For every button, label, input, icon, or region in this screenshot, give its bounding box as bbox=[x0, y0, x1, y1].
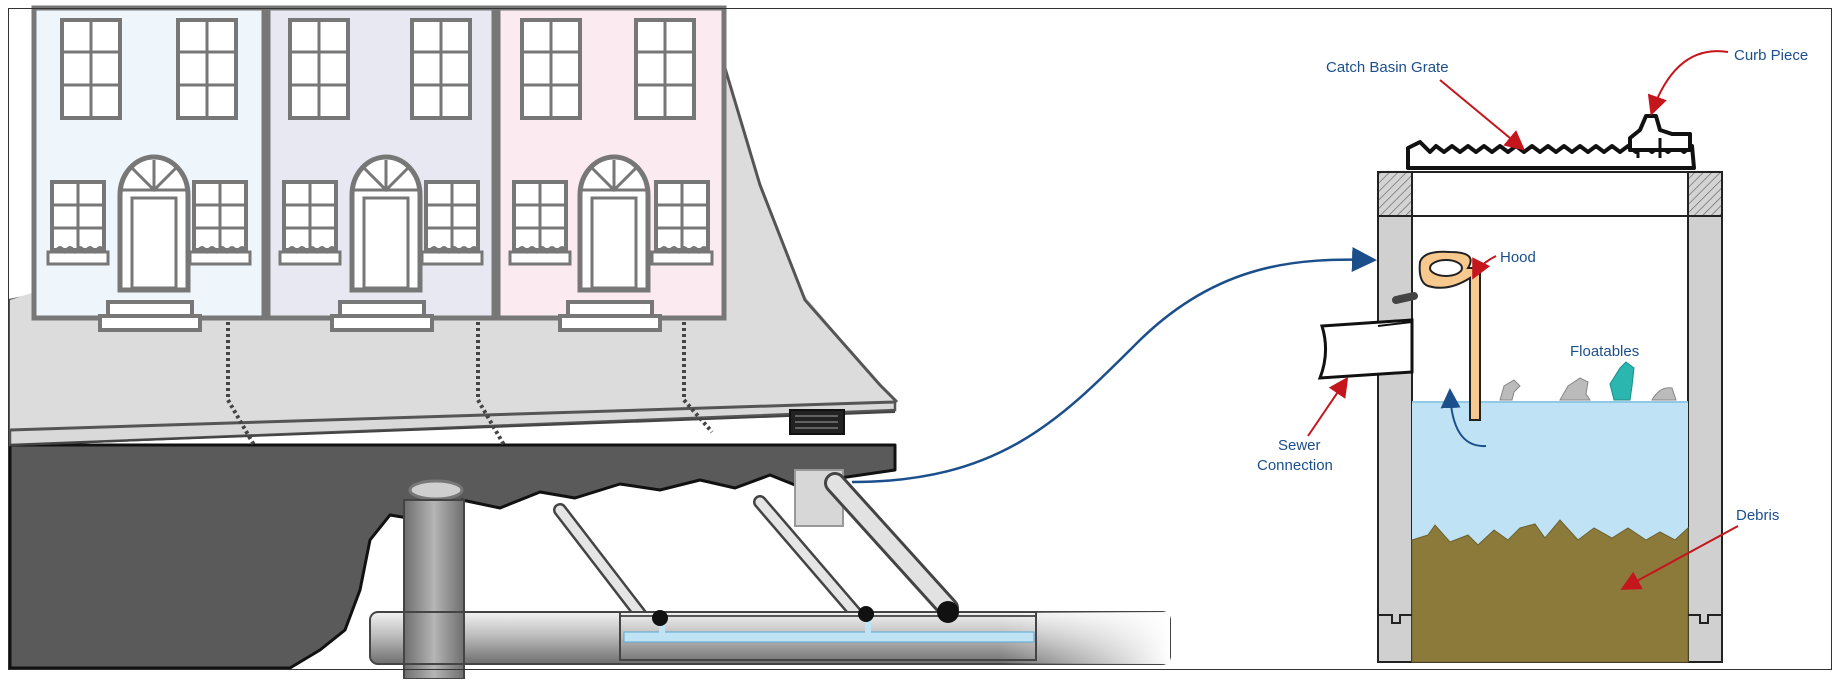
basin-debris bbox=[1411, 519, 1689, 663]
labels: Catch Basin Grate Curb Piece Hood Floata… bbox=[1257, 47, 1808, 524]
label-catch-basin-grate: Catch Basin Grate bbox=[1326, 59, 1449, 76]
connector-arrow bbox=[851, 246, 1377, 484]
roof-leaders bbox=[226, 322, 714, 447]
label-debris: Debris bbox=[1736, 507, 1779, 524]
label-sewer-line2: Connection bbox=[1257, 457, 1333, 474]
label-curb-piece: Curb Piece bbox=[1734, 47, 1808, 64]
label-sewer-line1: Sewer bbox=[1278, 437, 1321, 454]
curb-piece bbox=[1628, 114, 1692, 152]
catch-basin-grate bbox=[1406, 114, 1696, 170]
main-sewer-pipe bbox=[369, 601, 1171, 665]
floatables-icon bbox=[1499, 361, 1677, 401]
flower-boxes bbox=[46, 250, 714, 266]
pointer-arrows bbox=[1307, 50, 1739, 590]
basin-wall-right bbox=[1687, 171, 1723, 663]
catch-basin-section bbox=[1317, 114, 1723, 663]
manhole-cover-icon bbox=[408, 479, 464, 501]
storm-drain-grate-icon bbox=[789, 409, 845, 435]
sewer-connection-pipe bbox=[1317, 318, 1414, 380]
door-steps bbox=[98, 300, 662, 332]
pipe-water bbox=[623, 631, 1035, 643]
basin-wall-left bbox=[1377, 171, 1413, 663]
street-scene bbox=[8, 5, 1171, 680]
flow-arrow bbox=[1440, 388, 1487, 448]
label-hood: Hood bbox=[1500, 249, 1536, 266]
label-floatables: Floatables bbox=[1570, 343, 1639, 360]
